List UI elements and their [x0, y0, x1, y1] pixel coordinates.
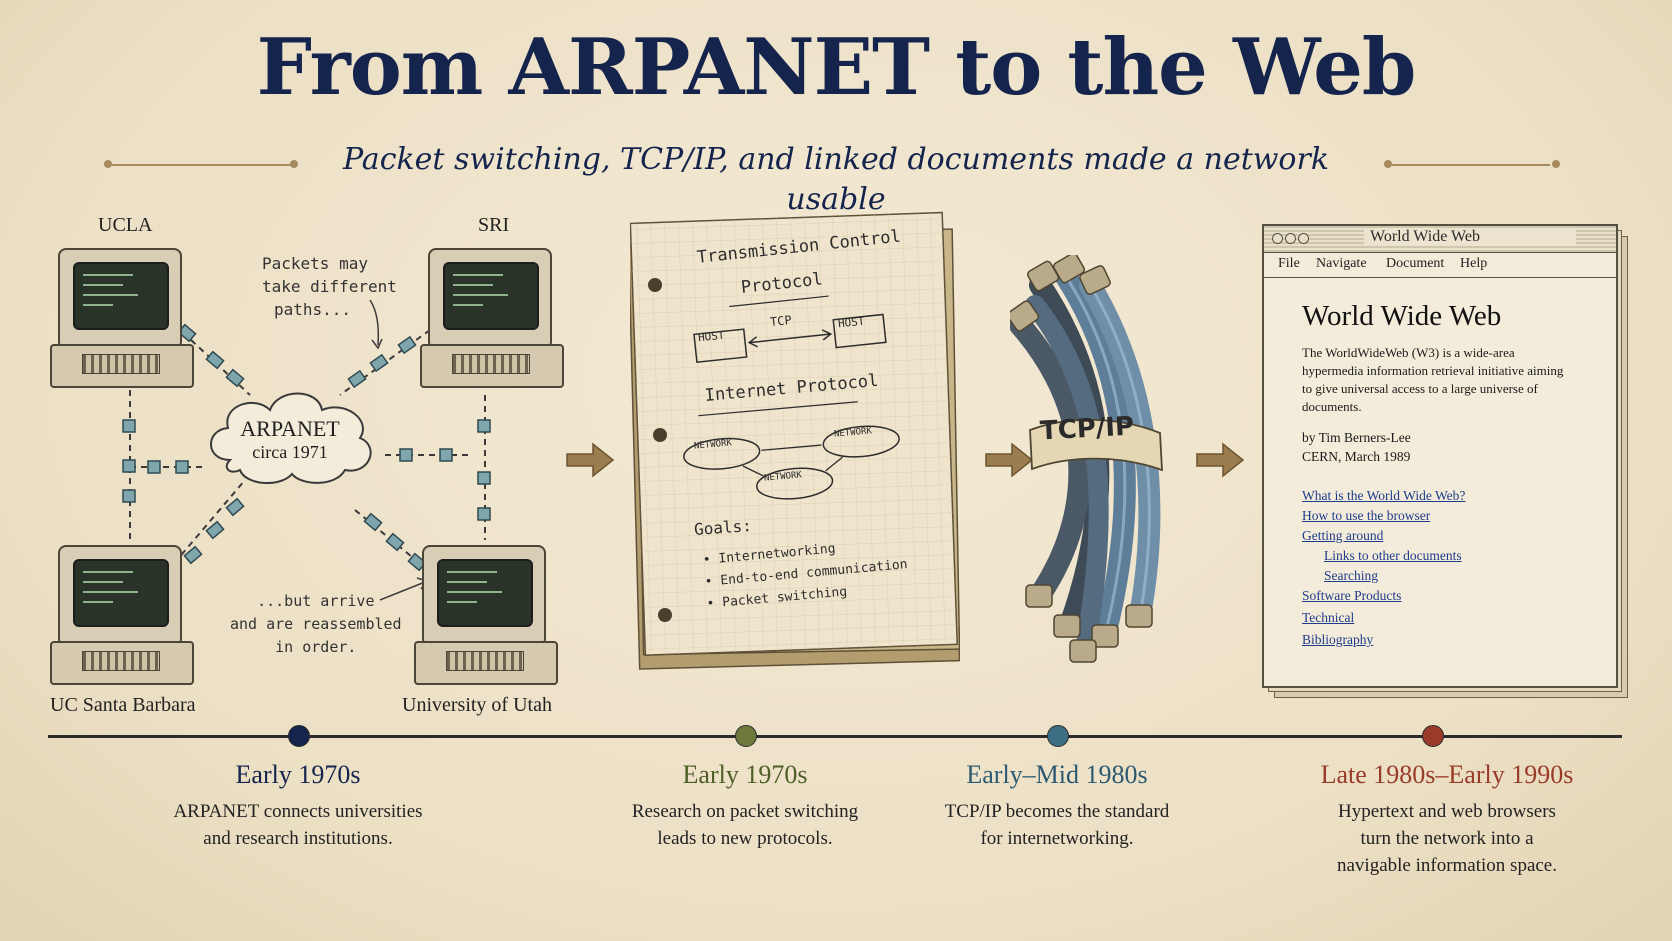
timeline-line	[48, 735, 1622, 738]
link-getting-around[interactable]: Getting around	[1302, 528, 1384, 543]
browser-window: World Wide Web File Navigate Document He…	[1262, 224, 1618, 688]
timeline-dot-2	[735, 725, 757, 747]
era-label-3: Early–Mid 1980s	[966, 760, 1148, 789]
notebook-host-right: HOST	[837, 314, 866, 331]
ornament-dot-right-inner	[1384, 160, 1392, 168]
cloud-subtitle: circa 1971	[252, 442, 328, 462]
link-other-documents[interactable]: Links to other documents	[1324, 548, 1462, 563]
cable-label: TCP/IP	[1039, 411, 1135, 447]
menu-help[interactable]: Help	[1460, 256, 1488, 271]
link-what-is-www[interactable]: What is the World Wide Web?	[1302, 488, 1466, 503]
monitor	[58, 248, 182, 350]
protocol-notebook: Transmission Control Protocol HOST HOST …	[630, 210, 960, 670]
timeline-dot-4	[1422, 725, 1444, 747]
notebook-goals-title: Goals:	[693, 516, 753, 539]
keyboard-base	[50, 344, 194, 388]
link-searching[interactable]: Searching	[1324, 568, 1378, 583]
menu-document[interactable]: Document	[1386, 256, 1445, 271]
link-how-to-use[interactable]: How to use the browser	[1302, 508, 1431, 523]
window-control-zoom[interactable]	[1298, 233, 1309, 244]
screen	[73, 559, 169, 627]
browser-menubar: File Navigate Document Help	[1264, 253, 1616, 278]
browser-byline-place: CERN, March 1989	[1302, 449, 1411, 464]
monitor	[58, 545, 182, 647]
keyboard-base	[414, 641, 558, 685]
window-control-close[interactable]	[1272, 233, 1283, 244]
computer-utah	[414, 545, 564, 685]
window-title: World Wide Web	[1364, 228, 1576, 246]
note-packets-paths: Packets may take different paths...	[262, 254, 397, 319]
browser-page-heading: World Wide Web	[1302, 300, 1502, 332]
node-label-ucsb: UC Santa Barbara	[50, 694, 196, 716]
ornament-line-right	[1390, 164, 1550, 166]
ornament-dot-left-inner	[290, 160, 298, 168]
node-label-ucla: UCLA	[98, 214, 153, 236]
ornament-line-left	[110, 164, 295, 166]
menu-file[interactable]: File	[1278, 256, 1300, 271]
section-arrow-1	[566, 442, 615, 478]
browser-page-description: The WorldWideWeb (W3) is a wide-area hyp…	[1302, 345, 1564, 414]
timeline-dot-3	[1047, 725, 1069, 747]
keyboard-base	[50, 641, 194, 685]
computer-ucla	[50, 248, 200, 388]
notebook-paper	[630, 211, 960, 670]
arpanet-cloud	[210, 392, 372, 485]
link-technical[interactable]: Technical	[1302, 610, 1355, 625]
section-arrow-3	[1196, 442, 1245, 478]
timeline-dot-1	[288, 725, 310, 747]
keyboard-base	[420, 344, 564, 388]
browser-titlebar[interactable]: World Wide Web	[1264, 226, 1616, 253]
section-arrow-2	[985, 442, 1034, 478]
computer-ucsb	[50, 545, 200, 685]
ornament-dot-right	[1552, 160, 1560, 168]
screen	[73, 262, 169, 330]
notebook-host-left: HOST	[697, 328, 726, 345]
screen	[443, 262, 539, 330]
link-bibliography[interactable]: Bibliography	[1302, 632, 1374, 647]
era-label-1: Early 1970s	[235, 760, 361, 789]
link-software-products[interactable]: Software Products	[1302, 588, 1402, 603]
page-title: From ARPANET to the Web	[256, 22, 1417, 113]
screen	[437, 559, 533, 627]
notebook-tcp-label: TCP	[769, 312, 793, 330]
ornament-dot-left	[104, 160, 112, 168]
browser-byline-author: by Tim Berners-Lee	[1302, 430, 1411, 445]
monitor	[422, 545, 546, 647]
note-reassembled: ...but arrive and are reassembled in ord…	[230, 592, 402, 656]
tcpip-cable-bundle	[1010, 255, 1163, 663]
monitor	[428, 248, 552, 350]
era-label-4: Late 1980s–Early 1990s	[1320, 760, 1574, 789]
node-label-utah: University of Utah	[402, 694, 552, 716]
node-label-sri: SRI	[478, 214, 510, 236]
menu-navigate[interactable]: Navigate	[1316, 256, 1367, 271]
page-subtitle: Packet switching, TCP/IP, and linked doc…	[342, 142, 1330, 217]
computer-sri	[420, 248, 570, 388]
cloud-title: ARPANET	[240, 416, 340, 441]
window-control-minimize[interactable]	[1285, 233, 1296, 244]
era-label-2: Early 1970s	[682, 760, 808, 789]
